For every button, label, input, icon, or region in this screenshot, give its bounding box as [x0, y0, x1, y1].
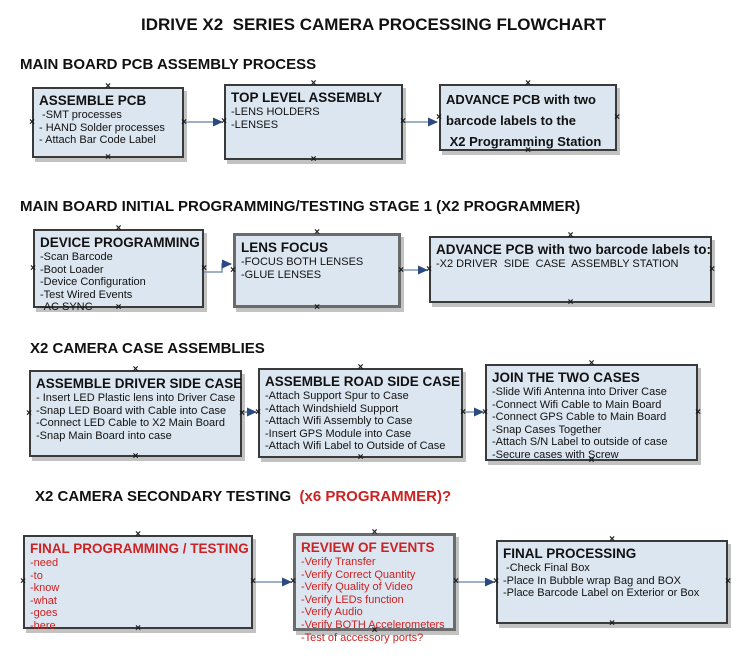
box-item: -Place Barcode Label on Exterior or Box — [503, 587, 700, 600]
box-top-level-assembly: TOP LEVEL ASSEMBLY -LENS HOLDERS-LENSES — [224, 84, 403, 160]
box-title: FINAL PROCESSING — [503, 546, 637, 561]
box-assemble-pcb: ASSEMBLE PCB -SMT processes- HAND Solder… — [32, 87, 184, 158]
box-item-list: -need-to-know-what-goes-here — [30, 557, 246, 633]
box-title: ASSEMBLE ROAD SIDE CASE — [265, 374, 461, 389]
box-item: -Attach Wifi Label to Outside of Case — [265, 440, 446, 453]
box-bold-line: ADVANCE PCB with two — [446, 92, 596, 107]
box-item: -LENS HOLDERS — [231, 106, 320, 118]
page-title: IDRIVE X2 SERIES CAMERA PROCESSING FLOWC… — [140, 15, 607, 34]
box-assemble-driver-side-case: ASSEMBLE DRIVER SIDE CASE - Insert LED P… — [29, 370, 242, 457]
box-final-processing: FINAL PROCESSING -Check Final Box-Place … — [496, 540, 728, 624]
box-item: -Verify Audio — [301, 606, 363, 619]
box-item-list: -Attach Support Spur to Case-Attach Wind… — [265, 390, 456, 453]
box-item: -need — [30, 557, 59, 569]
box-item: -Attach Windshield Support — [265, 402, 399, 415]
box-item: -GLUE LENSES — [241, 268, 322, 281]
box-bold-line: barcode labels to the — [446, 113, 577, 128]
box-title: ASSEMBLE PCB — [39, 93, 147, 108]
box-item: -Snap LED Board with Cable into Case — [36, 404, 227, 417]
box-title: DEVICE PROGRAMMING — [40, 235, 200, 250]
box-item-list: -Verify Transfer-Verify Correct Quantity… — [301, 556, 448, 644]
section-heading-secondary-testing: X2 CAMERA SECONDARY TESTING (x6 PROGRAMM… — [35, 488, 451, 505]
box-title: LENS FOCUS — [241, 240, 329, 255]
box-item: -Connect GPS Cable to Main Board — [492, 411, 667, 424]
box-title: REVIEW OF EVENTS — [301, 540, 435, 555]
box-item-list: -Check Final Box-Place In Bubble wrap Ba… — [503, 562, 721, 600]
box-item: -AC SYNC — [40, 301, 93, 314]
box-advance-pcb-driver-side-station: ADVANCE PCB with two barcode labels to: … — [429, 236, 712, 303]
box-item: -Test of accessory ports? — [301, 631, 424, 644]
box-title: ASSEMBLE DRIVER SIDE CASE — [36, 376, 243, 391]
box-item-list: -FOCUS BOTH LENSES-GLUE LENSES — [241, 256, 393, 281]
box-item: -Attach Support Spur to Case — [265, 390, 409, 402]
box-item: -goes — [30, 607, 58, 620]
section-heading-pcb-assembly: MAIN BOARD PCB ASSEMBLY PROCESS — [20, 56, 317, 73]
box-item: -Connect Wifi Cable to Main Board — [492, 398, 662, 411]
box-item-list: -SMT processes- HAND Solder processes- A… — [39, 109, 177, 147]
box-item: -Test Wired Events — [40, 288, 133, 301]
box-item-list: - Insert LED Plastic lens into Driver Ca… — [36, 392, 235, 442]
box-item-list: -LENS HOLDERS-LENSES — [231, 106, 396, 131]
box-bold-lines: ADVANCE PCB with two barcode labels to th… — [446, 89, 610, 152]
box-item: -Device Configuration — [40, 276, 146, 289]
box-bold-line: X2 Programming Station — [446, 134, 602, 149]
box-item: -Place In Bubble wrap Bag and BOX — [503, 574, 681, 587]
box-item: -Attach Wifi Assembly to Case — [265, 415, 413, 428]
box-join-the-two-cases: JOIN THE TWO CASES -Slide Wifi Antenna i… — [485, 364, 698, 461]
box-item: - Insert LED Plastic lens into Driver Ca… — [36, 392, 236, 404]
section-heading-red-part: (x6 PROGRAMMER)? — [291, 488, 452, 505]
box-title: JOIN THE TWO CASES — [492, 370, 640, 385]
box-item: -Scan Barcode — [40, 251, 113, 263]
box-item-list: -Scan Barcode-Boot Loader-Device Configu… — [40, 251, 197, 314]
box-item: -Verify Quality of Video — [301, 581, 413, 594]
box-item: -Verify BOTH Accelerometers — [301, 618, 445, 631]
box-item: - Attach Bar Code Label — [39, 134, 156, 147]
box-title: TOP LEVEL ASSEMBLY — [231, 90, 383, 105]
box-advance-pcb-programming-station: ADVANCE PCB with two barcode labels to th… — [439, 84, 617, 151]
box-item: -to — [30, 569, 43, 582]
box-device-programming: DEVICE PROGRAMMING -Scan Barcode-Boot Lo… — [33, 229, 204, 313]
box-item: -Secure cases with Screw — [492, 448, 619, 461]
box-title: ADVANCE PCB with two barcode labels to: — [436, 242, 712, 257]
box-lens-focus: LENS FOCUS -FOCUS BOTH LENSES-GLUE LENSE… — [233, 233, 401, 308]
box-item-list: -Slide Wifi Antenna into Driver Case-Con… — [492, 386, 691, 462]
box-item: -Attach S/N Label to outside of case — [492, 436, 668, 449]
box-final-programming-testing: FINAL PROGRAMMING / TESTING -need-to-kno… — [23, 535, 253, 632]
box-item: -Connect LED Cable to X2 Main Board — [36, 417, 225, 430]
box-item: -Insert GPS Module into Case — [265, 427, 412, 440]
box-item: -know — [30, 582, 60, 595]
box-item: -Snap Cases Together — [492, 423, 602, 436]
box-item: -LENSES — [231, 118, 279, 131]
box-assemble-road-side-case: ASSEMBLE ROAD SIDE CASE -Attach Support … — [258, 368, 463, 458]
box-item: -X2 DRIVER SIDE CASE ASSEMBLY STATION — [436, 258, 679, 270]
box-item: -here — [30, 619, 56, 632]
box-item: -Verify Correct Quantity — [301, 568, 416, 581]
box-item: -FOCUS BOTH LENSES — [241, 256, 364, 268]
box-review-of-events: REVIEW OF EVENTS -Verify Transfer-Verify… — [293, 533, 456, 644]
box-item: -SMT processes — [39, 109, 122, 121]
box-item: - HAND Solder processes — [39, 121, 165, 134]
box-item: -what — [30, 594, 57, 607]
box-item: -Verify Transfer — [301, 556, 376, 568]
box-item: -Boot Loader — [40, 263, 104, 276]
box-item-list: -X2 DRIVER SIDE CASE ASSEMBLY STATION — [436, 258, 705, 271]
flow-arrow-deviceprog-to-lensfocus — [204, 259, 232, 273]
section-heading-black-part: X2 CAMERA SECONDARY TESTING — [35, 488, 292, 505]
box-title: FINAL PROGRAMMING / TESTING — [30, 541, 249, 556]
box-item: -Slide Wifi Antenna into Driver Case — [492, 386, 667, 398]
box-item: -Snap Main Board into case — [36, 429, 172, 442]
box-item: -Check Final Box — [503, 562, 590, 574]
box-item: -Verify LEDs function — [301, 593, 404, 606]
section-heading-case-assemblies: X2 CAMERA CASE ASSEMBLIES — [30, 340, 265, 357]
section-heading-initial-programming: MAIN BOARD INITIAL PROGRAMMING/TESTING S… — [20, 198, 581, 215]
